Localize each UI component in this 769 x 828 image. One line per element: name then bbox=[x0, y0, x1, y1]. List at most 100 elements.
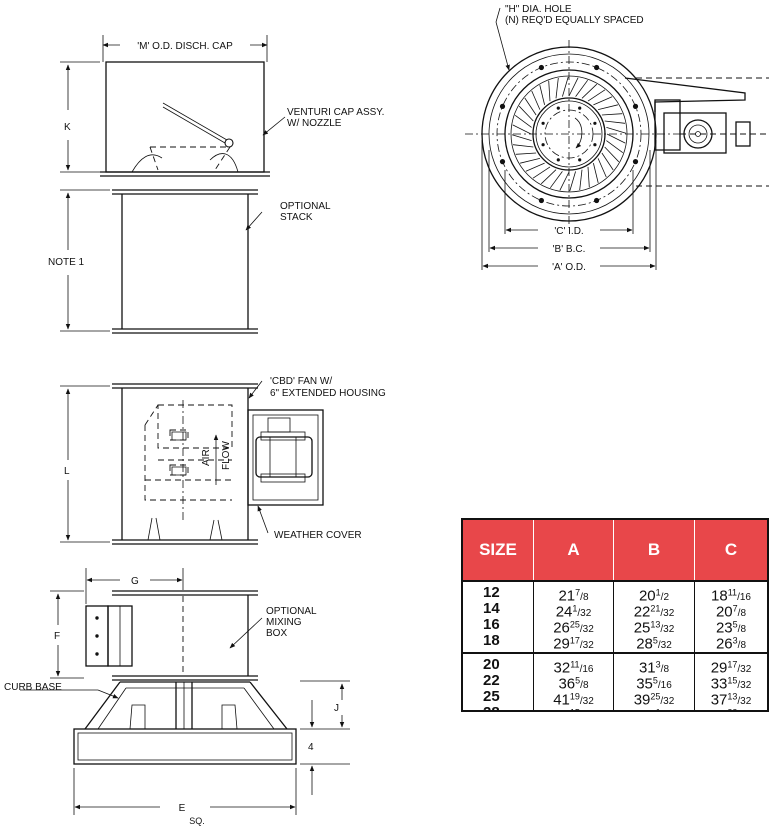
fan-blade bbox=[587, 166, 590, 188]
dimension-cell: 3925/32 bbox=[633, 691, 675, 709]
sq-label: SQ. bbox=[189, 816, 205, 826]
fan-blade bbox=[579, 169, 583, 191]
hub-bolt bbox=[556, 106, 560, 110]
dimension-cell: 3713/32 bbox=[710, 691, 752, 709]
fan-blade bbox=[581, 83, 598, 99]
hub-bolt bbox=[541, 121, 545, 125]
dimension-cell: 217/8 bbox=[558, 587, 589, 605]
dimension-cell: 441/8 bbox=[614, 705, 694, 710]
dimension-cell: 285/32 bbox=[636, 635, 672, 653]
flow-label: FLOW bbox=[221, 441, 232, 470]
fan-blade bbox=[515, 152, 537, 155]
cbd-fan-view: AIR FLOW L 'CBD' FAN W/ 6" EXTENDED HOUS… bbox=[60, 376, 386, 545]
g-label: G bbox=[131, 576, 139, 587]
dimension-cell: 4123/32 bbox=[695, 705, 767, 710]
fan-blade bbox=[604, 120, 626, 124]
dimension-cell: 235/8 bbox=[715, 619, 747, 637]
flange-bolt-hole bbox=[538, 64, 545, 71]
column-size: 20222528 bbox=[463, 654, 533, 711]
flange-bolt-hole bbox=[499, 159, 506, 165]
fan-blade bbox=[562, 76, 569, 97]
hub-bolt bbox=[578, 158, 582, 162]
four-label: 4 bbox=[308, 742, 314, 753]
venturi-cap-view: 'M' O.D. DISCH. CAP K VENTURI CAP ASSY. … bbox=[60, 35, 384, 177]
size-cell: 14 bbox=[483, 600, 500, 617]
fan-blade bbox=[606, 127, 627, 134]
fan-blade bbox=[593, 96, 613, 106]
flange-bolt-hole bbox=[632, 159, 639, 165]
fan-blade bbox=[512, 144, 534, 148]
fan-blade bbox=[601, 113, 623, 116]
dimension-cell: 4515/16 bbox=[534, 705, 613, 710]
hub-bolt bbox=[541, 143, 545, 147]
fan-blade bbox=[598, 104, 618, 110]
cbd-fan-label-2: 6" EXTENDED HOUSING bbox=[270, 388, 386, 399]
weather-cover-label: WEATHER COVER bbox=[274, 530, 362, 541]
optional-stack-label-1: OPTIONAL bbox=[280, 201, 331, 212]
b-bc-label: 'B' B.C. bbox=[553, 244, 586, 255]
fan-blade bbox=[568, 77, 579, 97]
dimension-cell: 2513/32 bbox=[633, 619, 675, 637]
hub-bolt bbox=[556, 158, 560, 162]
table-header: SIZE A B C bbox=[463, 520, 767, 582]
fan-blade bbox=[587, 89, 606, 102]
fan-blade bbox=[531, 90, 541, 110]
flange-bolt-hole bbox=[538, 197, 545, 204]
size-cell: 20 bbox=[483, 656, 500, 673]
fan-blade bbox=[514, 114, 532, 128]
e-label: E bbox=[179, 803, 186, 814]
fan-blade bbox=[559, 171, 570, 191]
size-cell: 16 bbox=[483, 616, 500, 633]
venturi-cap-label-2: W/ NOZZLE bbox=[287, 118, 342, 129]
fan-blade bbox=[524, 97, 537, 116]
dimension-cell: 263/8 bbox=[715, 635, 747, 653]
fan-blade bbox=[512, 124, 532, 135]
a-od-label: 'A' O.D. bbox=[552, 262, 586, 273]
dimension-cell: 2221/32 bbox=[633, 603, 675, 621]
fan-blade bbox=[601, 152, 614, 171]
flange-bolt-hole bbox=[499, 103, 506, 109]
header-b: B bbox=[613, 520, 694, 580]
header-c: C bbox=[694, 520, 767, 580]
dimension-cell: 355/16 bbox=[636, 675, 672, 693]
fan-blade bbox=[532, 166, 551, 179]
fan-blade bbox=[549, 171, 563, 189]
h-hole-label-2: (N) REQ'D EQUALLY SPACED bbox=[505, 15, 644, 26]
fan-blade bbox=[606, 140, 624, 154]
size-cell: 18 bbox=[483, 632, 500, 649]
dimension-cell: 2917/32 bbox=[710, 659, 752, 677]
header-size: SIZE bbox=[479, 540, 517, 559]
dimension-cell: 2625/32 bbox=[553, 619, 594, 637]
h-hole-label-1: "H" DIA. HOLE bbox=[505, 4, 572, 15]
dimension-cell: 365/8 bbox=[558, 675, 589, 693]
hub-bolt bbox=[593, 143, 597, 147]
fan-blade bbox=[511, 134, 532, 141]
curb-base-label: CURB BASE bbox=[4, 682, 62, 693]
flange-bolt-hole bbox=[594, 197, 600, 204]
cbd-fan-label-1: 'CBD' FAN W/ bbox=[270, 376, 332, 387]
optional-stack-label-2: STACK bbox=[280, 212, 313, 223]
mixing-box-label-3: BOX bbox=[266, 628, 287, 639]
dimension-cell: 313/8 bbox=[638, 659, 670, 677]
fan-blade bbox=[548, 80, 551, 102]
dimension-cell: 201/2 bbox=[638, 587, 670, 605]
dimension-cell: 3315/32 bbox=[710, 675, 752, 693]
header-a: A bbox=[533, 520, 613, 580]
fan-blade bbox=[518, 105, 534, 122]
fan-blade bbox=[593, 163, 599, 183]
fan-blade bbox=[539, 85, 545, 105]
size-group: 202225283211/16365/84119/324515/16313/83… bbox=[463, 654, 767, 711]
fan-blade bbox=[540, 169, 557, 185]
hub-bolt bbox=[593, 121, 597, 125]
m-od-disch-cap-label: 'M' O.D. DISCH. CAP bbox=[137, 41, 233, 52]
hub-bolt bbox=[578, 106, 582, 110]
